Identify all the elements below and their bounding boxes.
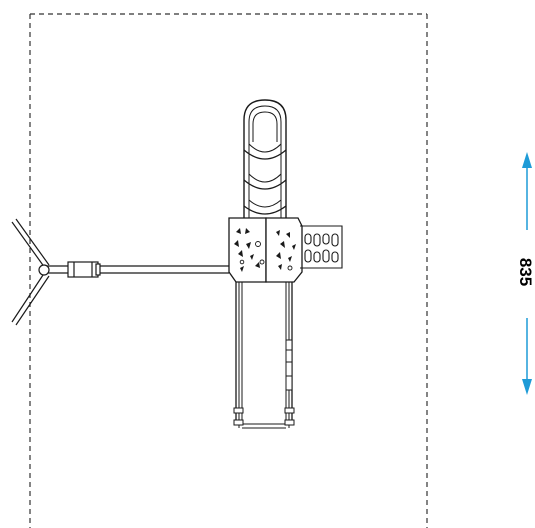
horizontal-beam xyxy=(45,261,229,278)
tube-slide xyxy=(243,99,287,222)
platform-right-half xyxy=(265,217,303,283)
leg-joint xyxy=(38,264,50,276)
safety-zone-boundary xyxy=(29,13,428,528)
arrow-down-icon xyxy=(522,379,532,395)
panel-frame xyxy=(300,225,343,269)
platform-bolts xyxy=(239,241,293,271)
climbing-holds xyxy=(234,228,296,272)
tower-platform xyxy=(228,217,303,283)
ladder-frame xyxy=(233,282,295,429)
beam-coupler xyxy=(67,261,99,278)
side-climbing-panel xyxy=(300,225,343,269)
platform-left-half xyxy=(228,217,267,283)
arrow-up-icon xyxy=(522,152,532,168)
a-frame-legs xyxy=(11,218,50,326)
dimension-value: 835 xyxy=(516,258,535,286)
dimension-indicator: 835 xyxy=(516,152,535,395)
